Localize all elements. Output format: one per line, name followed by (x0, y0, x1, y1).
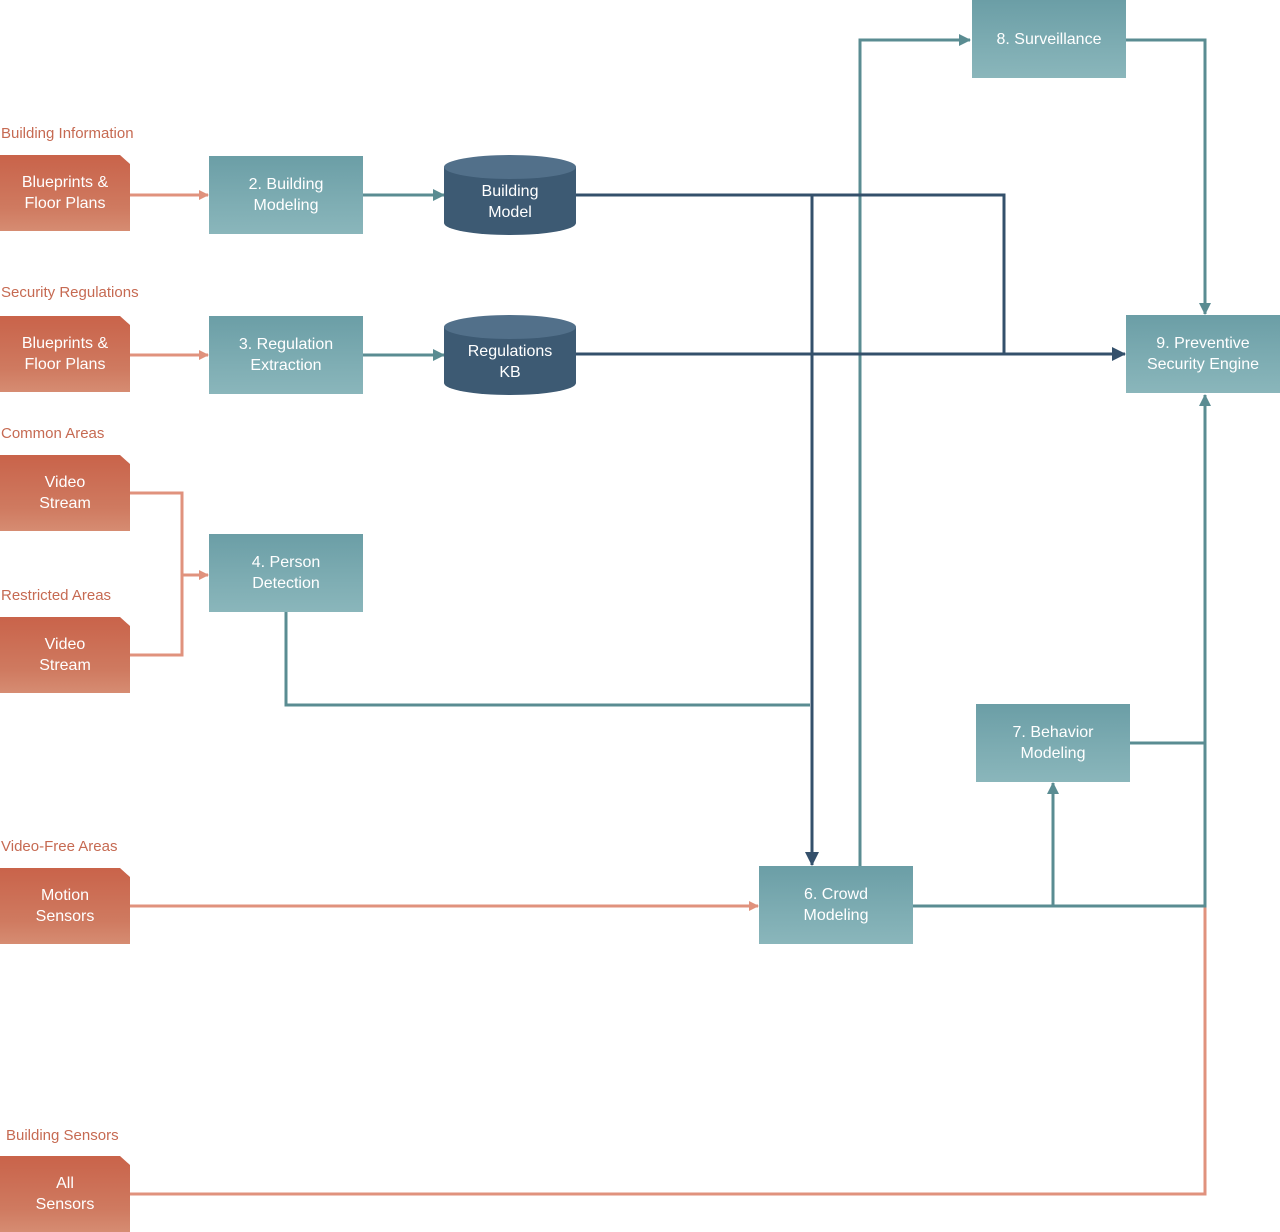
group-label-building-information: Building Information (1, 125, 134, 142)
store-label: Building Model (481, 183, 539, 221)
process-regulation-extraction: 3. Regulation Extraction (209, 316, 363, 394)
edge-building-model-to-security-engine (576, 193, 1006, 354)
edge-crowd-modeling-to-behavior-modeling (913, 782, 1059, 908)
store-label: Regulations KB (467, 343, 553, 381)
source-blueprints-building: Blueprints & Floor Plans (0, 155, 130, 231)
edge-all-sensors-to-security-engine (130, 906, 1207, 1196)
source-video-stream-restricted: Video Stream (0, 617, 130, 693)
source-video-stream-common: Video Stream (0, 455, 130, 531)
source-motion-sensors: Motion Sensors (0, 868, 130, 944)
group-label-video-free-areas: Video-Free Areas (1, 838, 118, 855)
process-crowd-modeling: 6. Crowd Modeling (759, 866, 913, 944)
source-blueprints-regulations: Blueprints & Floor Plans (0, 316, 130, 392)
process-behavior-modeling: 7. Behavior Modeling (976, 704, 1130, 782)
process-label: 4. Person Detection (251, 554, 321, 592)
edge-person-detection-to-crowd-modeling (284, 612, 810, 707)
source-label: Motion Sensors (35, 887, 95, 925)
source-label: Blueprints & Floor Plans (21, 335, 109, 373)
edge-crowd-modeling-to-surveillance (858, 34, 971, 866)
process-surveillance: 8. Surveillance (972, 0, 1126, 78)
process-person-detection: 4. Person Detection (209, 534, 363, 612)
store-building-model: Building Model (444, 155, 576, 235)
source-label: Video Stream (39, 636, 91, 674)
process-label: 9. Preventive Security Engine (1146, 335, 1260, 373)
group-label-restricted-areas: Restricted Areas (1, 587, 112, 604)
process-security-engine: 9. Preventive Security Engine (1126, 315, 1280, 393)
database-icon (444, 155, 576, 235)
edge-crowd-modeling-to-security-engine (1053, 394, 1211, 908)
edge-surveillance-to-security-engine (1126, 38, 1211, 315)
store-regulations-kb: Regulations KB (444, 315, 576, 395)
source-label: Blueprints & Floor Plans (21, 174, 109, 212)
group-label-building-sensors: Building Sensors (6, 1127, 119, 1144)
group-label-common-areas: Common Areas (1, 425, 105, 442)
process-label: 3. Regulation Extraction (238, 336, 334, 374)
process-label: 6. Crowd Modeling (803, 886, 869, 924)
process-label: 8. Surveillance (996, 30, 1102, 48)
process-building-modeling: 2. Building Modeling (209, 156, 363, 234)
process-label: 7. Behavior Modeling (1012, 724, 1094, 762)
group-label-security-regulations: Security Regulations (1, 284, 139, 301)
database-icon (444, 315, 576, 395)
source-all-sensors: All Sensors (0, 1156, 130, 1232)
source-label: Video Stream (39, 474, 91, 512)
edge-video-restricted-to-person-detection (130, 575, 184, 657)
process-label: 2. Building Modeling (248, 176, 324, 214)
source-label: All Sensors (35, 1175, 95, 1213)
edge-video-common-to-person-detection (130, 491, 209, 580)
